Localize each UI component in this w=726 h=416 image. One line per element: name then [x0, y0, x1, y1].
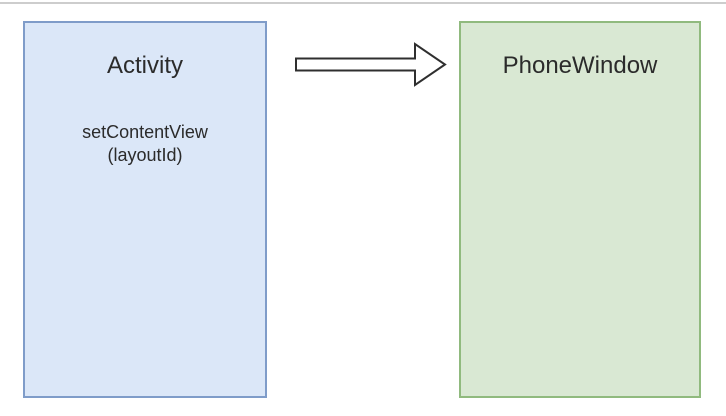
activity-box: Activity setContentView (layoutId)	[23, 21, 267, 398]
phonewindow-box: PhoneWindow	[459, 21, 701, 398]
phonewindow-box-title: PhoneWindow	[502, 52, 658, 79]
activity-method-text: setContentView (layoutId)	[25, 121, 265, 167]
activity-method-line2: (layoutId)	[107, 145, 183, 165]
activity-box-title: Activity	[106, 52, 183, 79]
right-arrow-icon	[295, 42, 447, 87]
top-edge-divider	[0, 2, 726, 4]
activity-method-line1: setContentView	[82, 122, 208, 142]
